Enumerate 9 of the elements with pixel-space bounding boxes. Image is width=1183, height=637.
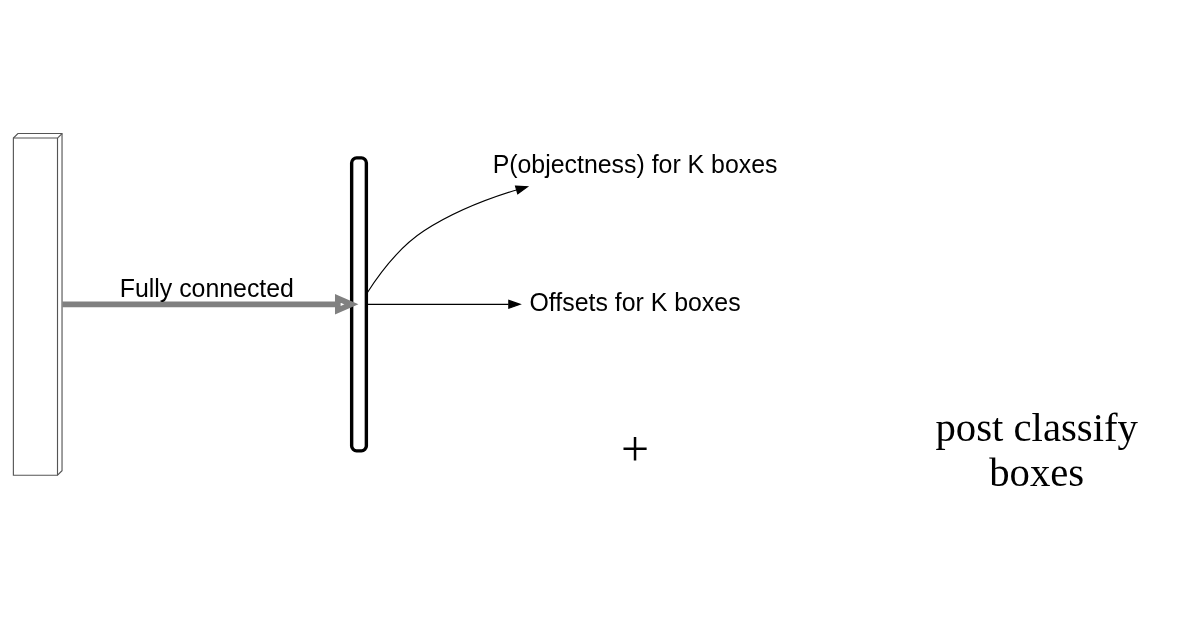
label: post classify boxes — [935, 405, 1138, 496]
node-text: Offsets for K boxes — [529, 287, 741, 316]
node-bar — [349, 156, 369, 453]
arrow — [365, 299, 522, 310]
label: + — [621, 422, 650, 478]
arrow — [366, 185, 530, 295]
node-text: P(objectness) for K boxes — [492, 149, 778, 178]
arrow — [62, 294, 359, 315]
edge-label: Fully connected — [119, 274, 294, 303]
